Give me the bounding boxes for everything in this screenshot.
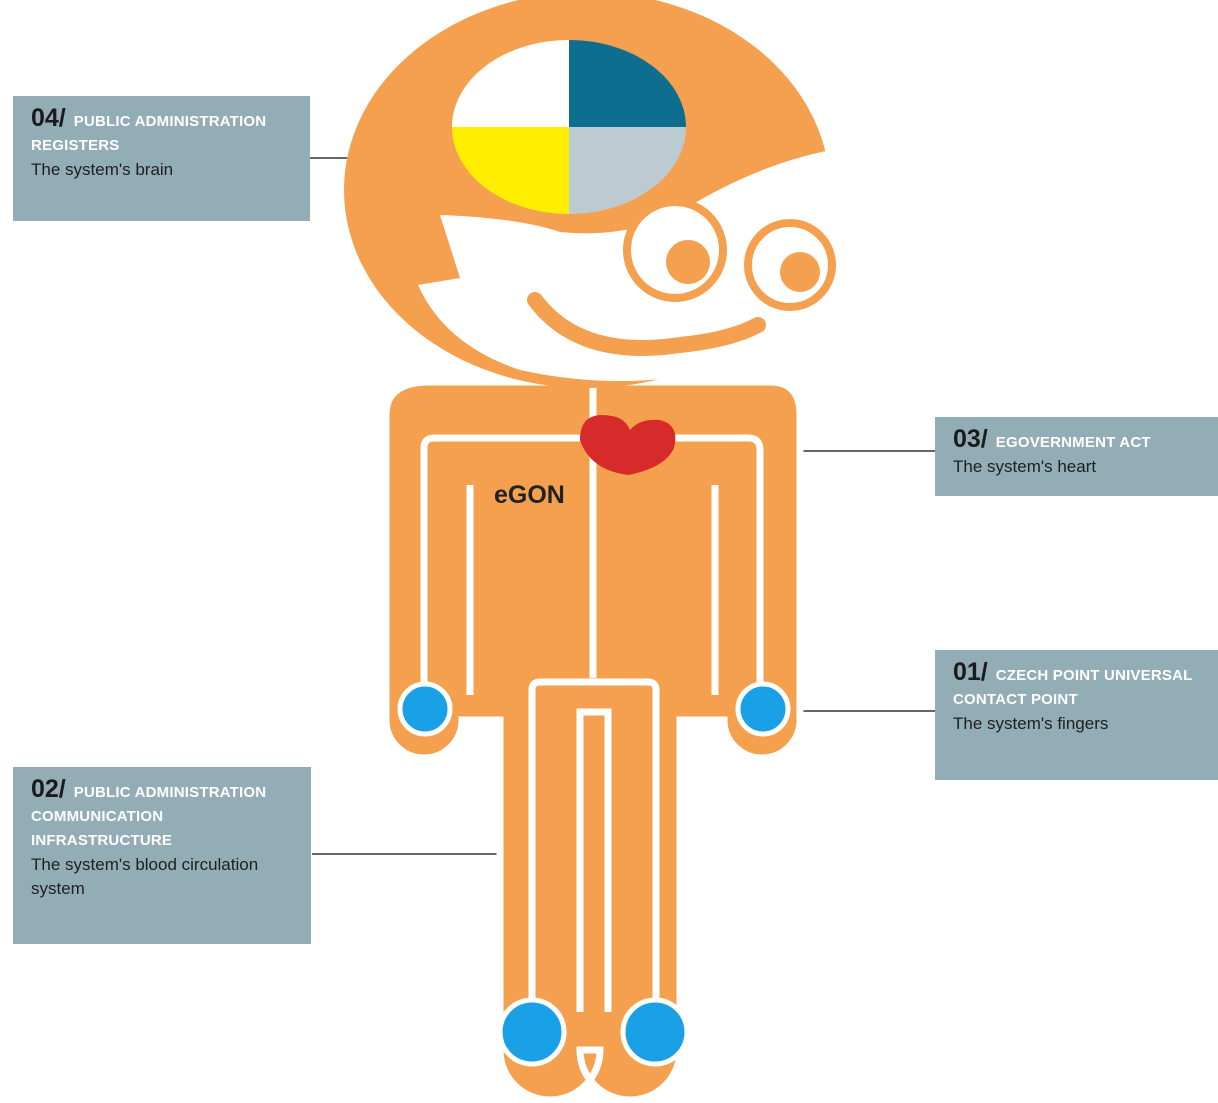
heart <box>580 415 676 475</box>
node-left-hand <box>397 681 453 737</box>
node-right-foot <box>620 997 690 1067</box>
smile <box>527 292 766 356</box>
brain-blue <box>569 40 686 127</box>
callout-04-desc: The system's brain <box>31 160 174 179</box>
torso <box>382 378 804 1103</box>
contact-nodes <box>397 681 791 1067</box>
callout-01-title: CZECH POINT UNIVERSAL CONTACT POINT <box>953 667 1193 708</box>
character-name: eGON <box>494 481 565 509</box>
pupil-left <box>666 240 710 284</box>
callout-01-number: 01/ <box>953 658 988 686</box>
brain <box>452 40 686 214</box>
callout-03-egov-act: 03/eGOVERNMENT ACT The system's heart <box>935 417 1218 496</box>
pupil-right <box>780 252 820 292</box>
brain-white <box>452 40 569 127</box>
node-right-hand <box>735 681 791 737</box>
callout-02-title: PUBLIC ADMINISTRATION COMMUNICATION INFR… <box>31 784 267 849</box>
egon-body: eGON <box>344 0 842 1103</box>
callout-04-registers: 04/PUBLIC ADMINISTRATION REGISTERS The s… <box>13 96 310 221</box>
brain-yellow <box>452 127 569 214</box>
callout-02-number: 02/ <box>31 775 66 803</box>
eyes <box>623 198 836 311</box>
callout-03-desc: The system's heart <box>953 457 1097 476</box>
callout-03-title: eGOVERNMENT ACT <box>995 434 1151 451</box>
brain-grey <box>569 127 686 214</box>
callout-04-title: PUBLIC ADMINISTRATION REGISTERS <box>31 113 267 154</box>
callout-04-number: 04/ <box>31 104 66 132</box>
node-left-foot <box>497 997 567 1067</box>
callout-02-desc: The system's blood circulation system <box>31 855 259 898</box>
callout-02-infrastructure: 02/PUBLIC ADMINISTRATION COMMUNICATION I… <box>13 767 311 944</box>
callout-01-czech-point: 01/CZECH POINT UNIVERSAL CONTACT POINT T… <box>935 650 1218 780</box>
callout-01-desc: The system's fingers <box>953 714 1109 733</box>
callout-03-number: 03/ <box>953 425 988 453</box>
